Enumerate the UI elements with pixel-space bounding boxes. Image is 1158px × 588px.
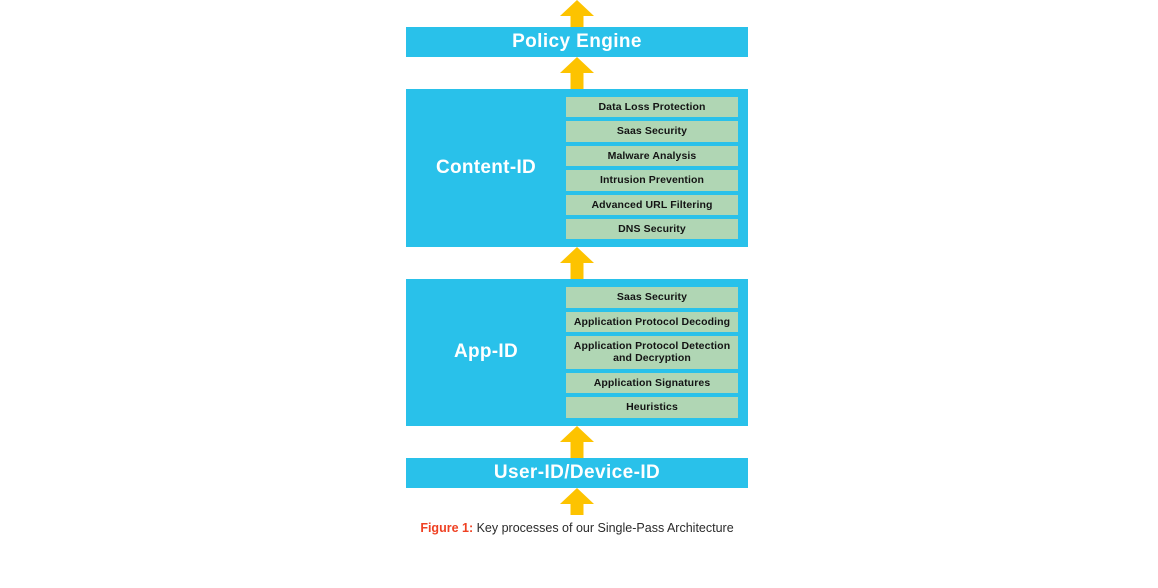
feature-item: Data Loss Protection — [566, 97, 738, 118]
flow-arrow-content-to-policy — [406, 57, 748, 89]
feature-item: Heuristics — [566, 397, 738, 418]
feature-item: Application Signatures — [566, 372, 738, 394]
single-pass-architecture-diagram: Policy Engine Content-ID Data Loss Prote… — [406, 0, 748, 588]
stage-user-id-device-id: User-ID/Device-ID — [406, 457, 748, 488]
arrow-head-icon — [560, 425, 594, 442]
figure-caption-prefix: Figure 1: — [420, 520, 474, 535]
flow-arrow-user-to-app — [406, 425, 748, 458]
figure-caption-text: Key processes of our Single-Pass Archite… — [473, 520, 734, 535]
stage-policy-engine: Policy Engine — [406, 27, 748, 57]
arrow-stem — [570, 440, 584, 458]
arrow-head-icon — [560, 487, 594, 504]
arrow-stem — [570, 72, 584, 89]
feature-item: Application Protocol Decoding — [566, 311, 738, 332]
flow-arrow-top — [406, 0, 748, 27]
stage-content-id-label: Content-ID — [435, 157, 537, 179]
feature-item: Saas Security — [566, 121, 738, 142]
stage-user-id-device-id-label: User-ID/Device-ID — [493, 461, 661, 483]
stage-app-id: App-ID Saas Security Application Protoco… — [406, 279, 748, 426]
content-id-feature-list: Data Loss Protection Saas Security Malwa… — [566, 97, 738, 240]
stage-content-id: Content-ID Data Loss Protection Saas Sec… — [406, 89, 748, 248]
feature-item: Intrusion Prevention — [566, 170, 738, 191]
figure-caption: Figure 1: Key processes of our Single-Pa… — [406, 521, 748, 535]
arrow-stem — [570, 262, 584, 280]
feature-item: Advanced URL Filtering — [566, 194, 738, 215]
arrow-head-icon — [560, 0, 594, 16]
feature-item: DNS Security — [566, 218, 738, 240]
flow-arrow-app-to-content — [406, 247, 748, 280]
arrow-head-icon — [560, 247, 594, 264]
arrow-head-icon — [560, 57, 594, 73]
stage-app-id-label: App-ID — [453, 341, 519, 363]
arrow-stem — [570, 502, 584, 515]
feature-item: Saas Security — [566, 287, 738, 308]
stage-policy-engine-label: Policy Engine — [512, 31, 642, 52]
feature-item: Malware Analysis — [566, 145, 738, 167]
flow-arrow-bottom — [406, 487, 748, 515]
feature-item: Application Protocol Detection and Decry… — [566, 336, 738, 369]
arrow-stem — [570, 15, 584, 27]
app-id-feature-list: Saas Security Application Protocol Decod… — [566, 287, 738, 418]
